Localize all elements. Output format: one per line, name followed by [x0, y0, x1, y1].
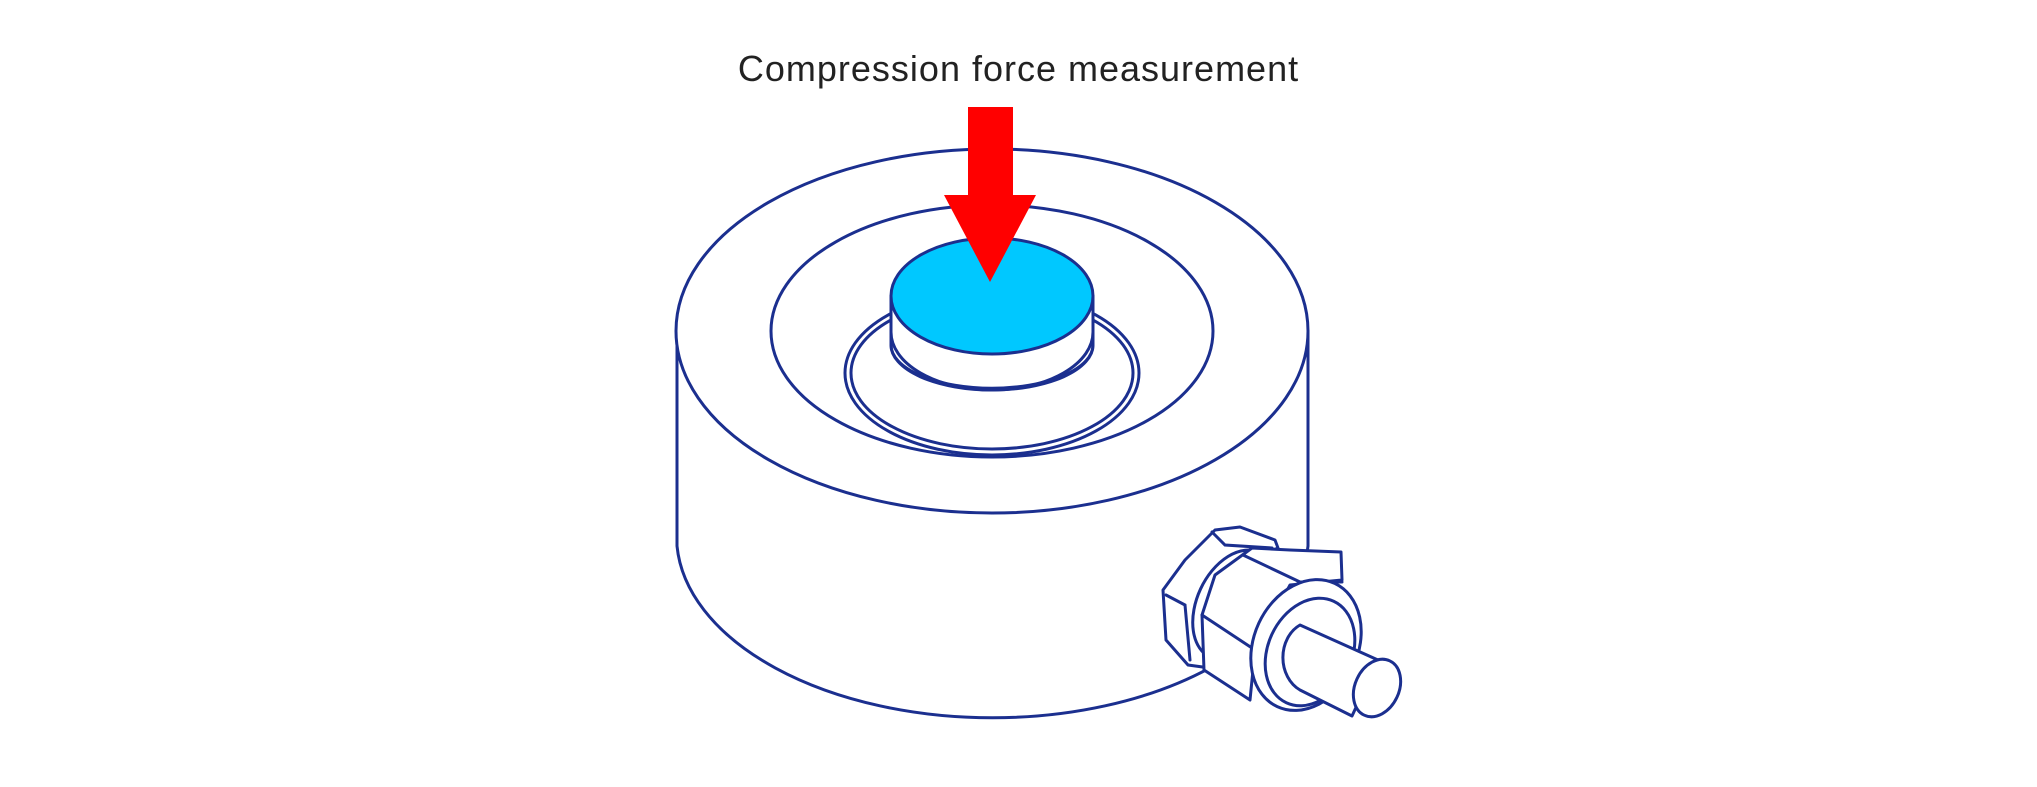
load-cell-body [674, 147, 1310, 720]
force-arrow-icon [944, 107, 1036, 282]
connector-icon [1161, 525, 1403, 719]
diagram-title: Compression force measurement [737, 48, 1300, 89]
